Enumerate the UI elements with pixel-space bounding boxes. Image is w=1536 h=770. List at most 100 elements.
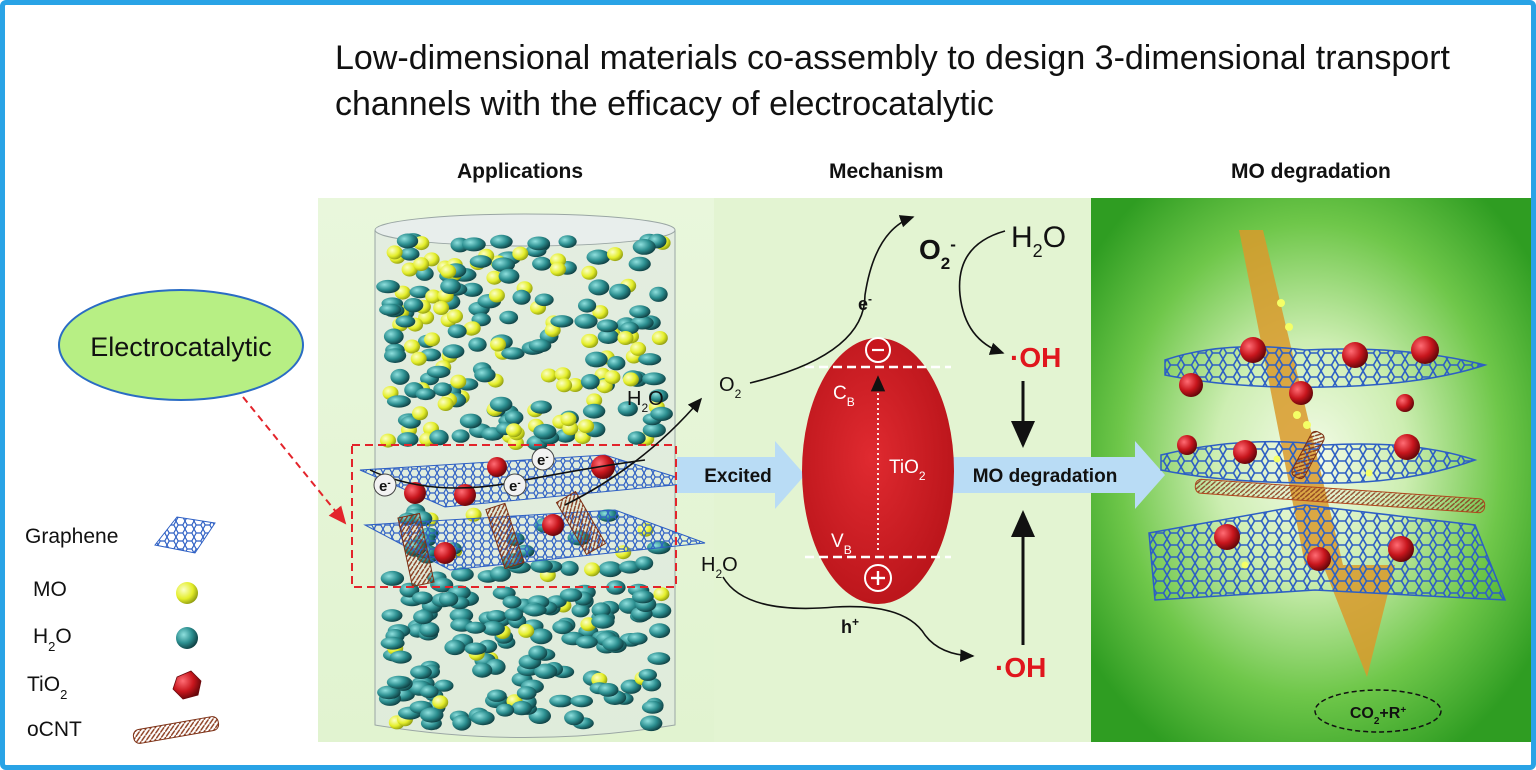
mo-particle [630,341,647,356]
h2o-particle [380,570,405,586]
mo-particle [651,331,668,345]
h2o-particle [489,396,513,412]
graphene-sheet-icon [154,516,216,554]
h2o-particle [649,286,668,302]
h2o-particle [452,714,472,731]
mo-particle [622,372,639,387]
figure-title: Low-dimensional materials co-assembly to… [335,39,1450,123]
h2o-particle [627,632,648,645]
h2o-particle [596,319,619,333]
h2o-particle [415,388,436,401]
h2o-particle [381,609,403,622]
mo-particle [490,337,506,352]
h2o-particle [532,256,552,271]
h2o-particle [617,401,638,417]
h2o-particle [588,279,610,296]
h-plus-label: h+ [841,615,859,637]
mo-particle [447,309,463,324]
h2o-particle [598,561,623,578]
tio2-band-ellipse: CB VB TiO2 [802,337,954,604]
h2o-particle [419,707,444,723]
h2o-particle [528,645,548,661]
legend-item-ocnt: oCNT [27,716,220,744]
electron-labels: e- e- e- [373,447,555,497]
h2o-particle [575,635,598,649]
section-title-mo-degradation: MO degradation [1231,160,1391,183]
h2o-particle [461,282,483,297]
h2o-particle [632,590,654,604]
h2o-particle [474,367,496,383]
h2o-to-oh-bottom-arrow [722,576,975,663]
ocnt-tubes [397,490,607,588]
h2o-particle [586,249,611,265]
mo-particle [653,587,670,602]
h2o-particle [550,315,574,328]
h2o-particle [431,577,454,593]
h2o-particle [580,374,600,390]
h2o-particle [459,413,482,429]
h2o-particle [597,329,619,344]
h2o-particle [384,348,407,363]
h2o-particle [383,328,404,345]
h2o-particle [570,695,593,708]
h2o-particle [574,313,598,329]
h2o-particle [607,356,626,371]
ocnt-tube-degradation [1194,430,1486,514]
h2o-particle [472,662,493,678]
h2o-particle [465,621,486,634]
mo-particle [412,406,428,421]
legend-item-mo: MO [33,578,198,604]
h2o-particle [403,298,424,313]
h2o-particle [462,237,486,252]
h2o-to-o2-arrow [564,397,703,506]
legend: Graphene MO H2O TiO2 oCNT [25,516,220,744]
o2-label: O2 [719,374,742,401]
e-minus-label: e- [858,292,872,314]
mo-sphere-icon [176,582,198,604]
h2o-particle [512,289,531,305]
tio2-label: TiO2 [889,457,926,483]
svg-text:H2O: H2O [33,625,72,654]
diagram-canvas: e- e- e- Electrocatalytic Graphene [25,198,1531,744]
highlight-pointer-arrow [242,396,347,525]
h2o-particle [419,622,440,638]
h2o-particle [549,694,573,708]
h2o-particle [642,372,666,386]
h2o-particle [469,255,492,268]
mo-particle [578,419,595,434]
mo-particle [418,310,435,325]
mo-degradation-arrow: MO degradation [953,441,1165,509]
mo-particle [560,412,577,427]
h2o-particle [490,234,513,249]
superoxide-label: O2- [919,234,956,273]
mo-particle [556,378,573,393]
mo-particle [425,289,442,304]
h2o-particle [641,700,664,714]
h2o-particle [451,567,474,582]
h2o-particle [629,305,651,319]
h2o-particle [379,303,402,316]
svg-text:MO: MO [33,578,67,601]
h2o-particle [534,293,554,307]
h2o-particle [640,715,663,732]
mo-particle [604,370,621,385]
mo-particle [386,245,403,260]
mo-particle [410,351,427,366]
h2o-particle [442,344,465,359]
mo-particle [518,623,535,638]
h2o-particle [438,591,459,607]
h2o-particle [530,559,553,573]
mo-particle [464,321,481,336]
h2o-particle [502,595,522,609]
tio2-crystals-applications [404,455,615,564]
h2o-particle [400,247,420,261]
h2o-particle [560,560,579,576]
legend-item-tio2: TiO2 [27,670,202,702]
h2o-particle [642,677,662,692]
hole-plus-icon [864,564,892,592]
h2o-particle [389,650,412,664]
mo-particle [581,265,598,280]
product-ellipse: CO2+R+ [1314,689,1442,733]
h2o-to-oh-arrow [958,230,1006,355]
